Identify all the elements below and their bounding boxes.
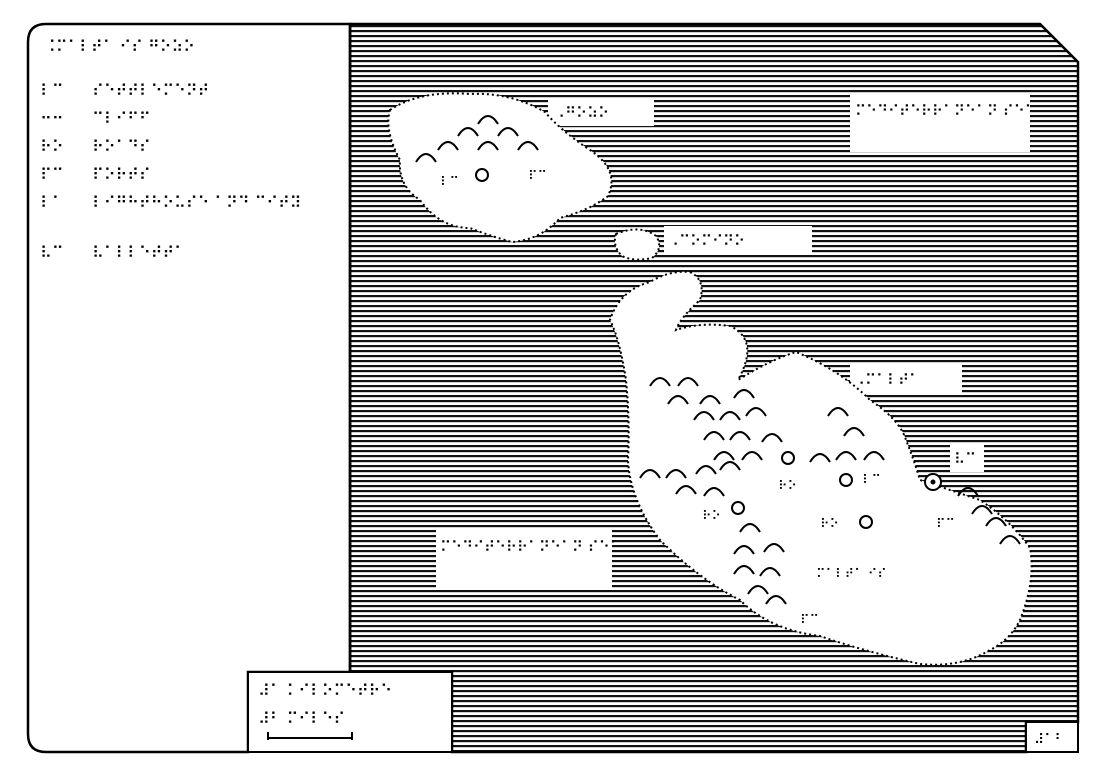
gozo-label: ⠠⠛⠕⠵⠕	[554, 104, 609, 122]
malta-settlement-label-2: ⠇⠉	[862, 473, 881, 488]
malta-settlement-label-1: ⠗⠕	[778, 479, 797, 494]
comino-label-bg	[664, 226, 812, 254]
page-number-box	[1025, 721, 1079, 753]
malta-hills	[639, 377, 1021, 605]
page-frame	[26, 22, 352, 754]
legend-text-4: ⠏⠕⠗⠞⠎	[92, 165, 151, 184]
malta-inland-label: ⠍⠁⠇⠞⠁ ⠊⠎	[816, 567, 887, 582]
sea-label-bg-south	[436, 530, 612, 590]
malta-town-circle-3	[731, 501, 745, 515]
malta-island	[608, 270, 1033, 666]
legend-text-2: ⠉⠇⠊⠋⠋	[92, 109, 151, 128]
comino-label: ⠠⠉⠕⠍⠊⠝⠕	[668, 232, 745, 250]
scale-line-2: ⠼⠃ ⠍⠊⠇⠑⠎	[258, 709, 345, 728]
legend-text-3: ⠗⠕⠁⠙⠎	[92, 137, 151, 156]
sea-label-north: ⠍⠑⠙⠊⠞⠑⠗⠗⠁⠝⠑⠁⠝ ⠎⠑⠁	[855, 102, 1036, 120]
valletta-key-bg	[950, 444, 984, 472]
legend: ⠇⠉ ⠎⠑⠞⠞⠇⠑⠍⠑⠝⠞ ⠒⠒ ⠉⠇⠊⠋⠋ ⠗⠕ ⠗⠕⠁⠙⠎ ⠏⠉ ⠏⠕⠗⠞⠎…	[40, 81, 301, 262]
legend-key-3: ⠗⠕	[40, 137, 63, 156]
legend-key-2: ⠒⠒	[40, 109, 63, 128]
malta-town-circle-2	[839, 473, 853, 487]
malta-label: ⠠⠍⠁⠇⠞⠁	[854, 371, 920, 389]
legend-key-6: ⠧⠉	[40, 243, 63, 262]
gozo-label-bg	[548, 98, 654, 126]
malta-roads-key: ⠗⠕	[820, 517, 839, 532]
legend-key-4: ⠏⠉	[40, 165, 63, 184]
gozo-hills	[415, 115, 539, 163]
legend-text-5: ⠇⠊⠛⠓⠞⠓⠕⠥⠎⠑ ⠁⠝⠙ ⠉⠊⠞⠽	[92, 193, 301, 212]
malta-town-circle-4	[859, 515, 873, 529]
gozo-town-circle	[475, 168, 489, 182]
scale-line-1: ⠼⠁ ⠅⠊⠇⠕⠍⠑⠞⠗⠑	[258, 681, 392, 700]
sea-label-south: ⠍⠑⠙⠊⠞⠑⠗⠗⠁⠝⠑⠁⠝ ⠎⠑⠁	[440, 538, 621, 556]
gozo-settlement-label: ⠇⠉	[440, 175, 459, 190]
legend-text-1: ⠎⠑⠞⠞⠇⠑⠍⠑⠝⠞	[92, 81, 209, 100]
comino-island	[613, 228, 661, 261]
gozo-island	[387, 92, 613, 244]
valletta-key-label: ⠧⠉	[954, 450, 976, 468]
gozo-port-label: ⠏⠉	[528, 169, 547, 184]
malta-road-label: ⠗⠕	[702, 509, 721, 524]
legend-key-5: ⠇⠁	[40, 193, 63, 212]
map-title: ⠨⠍⠁⠇⠞⠁ ⠊⠎ ⠛⠕⠵⠕	[44, 37, 195, 56]
malta-port-east-label: ⠏⠉	[936, 517, 955, 532]
malta-label-bg	[850, 364, 962, 394]
legend-key-1: ⠇⠉	[40, 81, 63, 100]
sea-label-bg-north	[850, 94, 1030, 152]
malta-town-circle-1	[781, 451, 795, 465]
malta-port-south-label: ⠏⠉	[800, 613, 819, 628]
page-number: ⠼⠁⠃	[1034, 732, 1065, 748]
valletta-marker-inner	[930, 479, 936, 485]
legend-text-6: ⠧⠁⠇⠇⠑⠞⠞⠁	[92, 243, 186, 262]
